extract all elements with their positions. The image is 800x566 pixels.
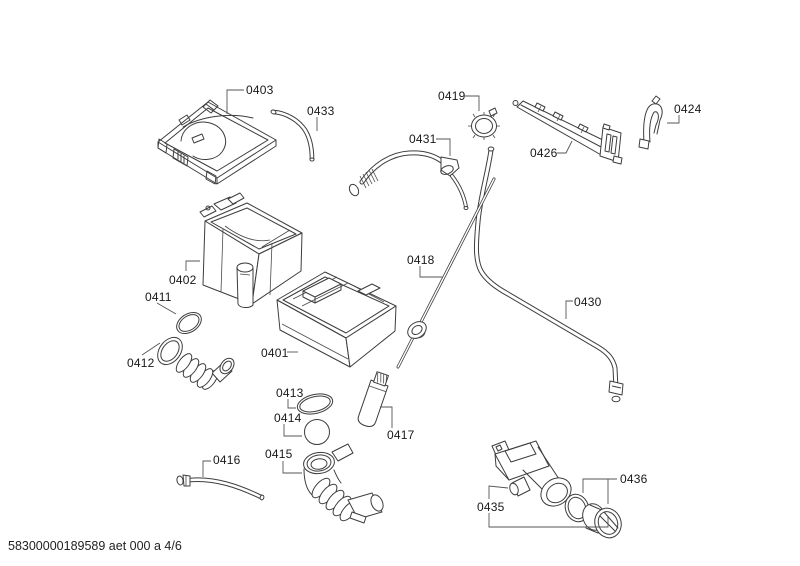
leader-0426 — [557, 140, 573, 154]
label-0412: 0412 — [127, 356, 155, 370]
part-0411-seal — [176, 311, 202, 335]
part-0430-tube — [473, 146, 624, 403]
label-0430: 0430 — [574, 295, 602, 309]
label-0414: 0414 — [274, 411, 302, 425]
document-id-footer: 58300000189589 aet 000 a 4/6 — [8, 539, 182, 553]
label-0416: 0416 — [213, 453, 241, 467]
leader-0416 — [202, 460, 211, 477]
part-0416-hose — [176, 474, 265, 501]
part-0418-rod — [396, 177, 496, 369]
leader-0417 — [380, 406, 393, 428]
part-0419-clamp — [468, 107, 500, 140]
leader-0419 — [465, 95, 480, 111]
label-0415: 0415 — [265, 447, 293, 461]
label-0418: 0418 — [407, 253, 435, 267]
label-0402: 0402 — [169, 273, 197, 287]
label-0413: 0413 — [276, 386, 304, 400]
label-0411: 0411 — [145, 290, 172, 304]
leader-0435-lower — [488, 513, 609, 528]
label-0436: 0436 — [620, 472, 648, 486]
part-0417-cartridge — [357, 371, 389, 428]
part-0436-filter — [564, 493, 622, 539]
part-0431-hose — [348, 150, 469, 210]
callout-labels: 0403 0433 0419 0424 0426 0431 0402 0411 … — [127, 83, 702, 528]
label-0403: 0403 — [246, 83, 274, 97]
leader-0435-upper — [488, 485, 509, 499]
leader-0424 — [667, 115, 680, 124]
part-0403-top-frame — [157, 99, 277, 185]
label-0424: 0424 — [674, 102, 702, 116]
part-0435-pump — [491, 440, 572, 507]
leader-0413 — [287, 399, 296, 409]
part-0402-housing — [199, 192, 303, 309]
label-0435: 0435 — [477, 500, 505, 514]
leader-0418 — [419, 266, 443, 278]
part-0415-elbow — [303, 443, 384, 524]
leader-0403 — [226, 89, 244, 114]
leader-0431 — [436, 138, 451, 156]
label-0401: 0401 — [261, 346, 289, 360]
label-0433: 0433 — [307, 104, 335, 118]
part-0424-holder — [638, 95, 663, 150]
part-0414-ball — [304, 419, 330, 445]
leader-0430 — [565, 300, 573, 319]
part-0413-oring — [296, 393, 334, 415]
leader-0415 — [282, 461, 302, 474]
leader-0402 — [185, 260, 200, 271]
leader-0414 — [283, 424, 302, 437]
label-0417: 0417 — [387, 428, 415, 442]
part-0433-hose — [270, 109, 315, 162]
label-0426: 0426 — [530, 146, 558, 160]
part-0412-hose — [157, 336, 235, 390]
label-0419: 0419 — [438, 89, 466, 103]
leader-0412 — [141, 342, 161, 356]
label-0431: 0431 — [409, 132, 437, 146]
part-0401-drawer — [276, 271, 397, 368]
leader-0411 — [156, 302, 177, 315]
part-0426-rail — [512, 100, 623, 165]
leader-0436-seal — [582, 478, 617, 493]
